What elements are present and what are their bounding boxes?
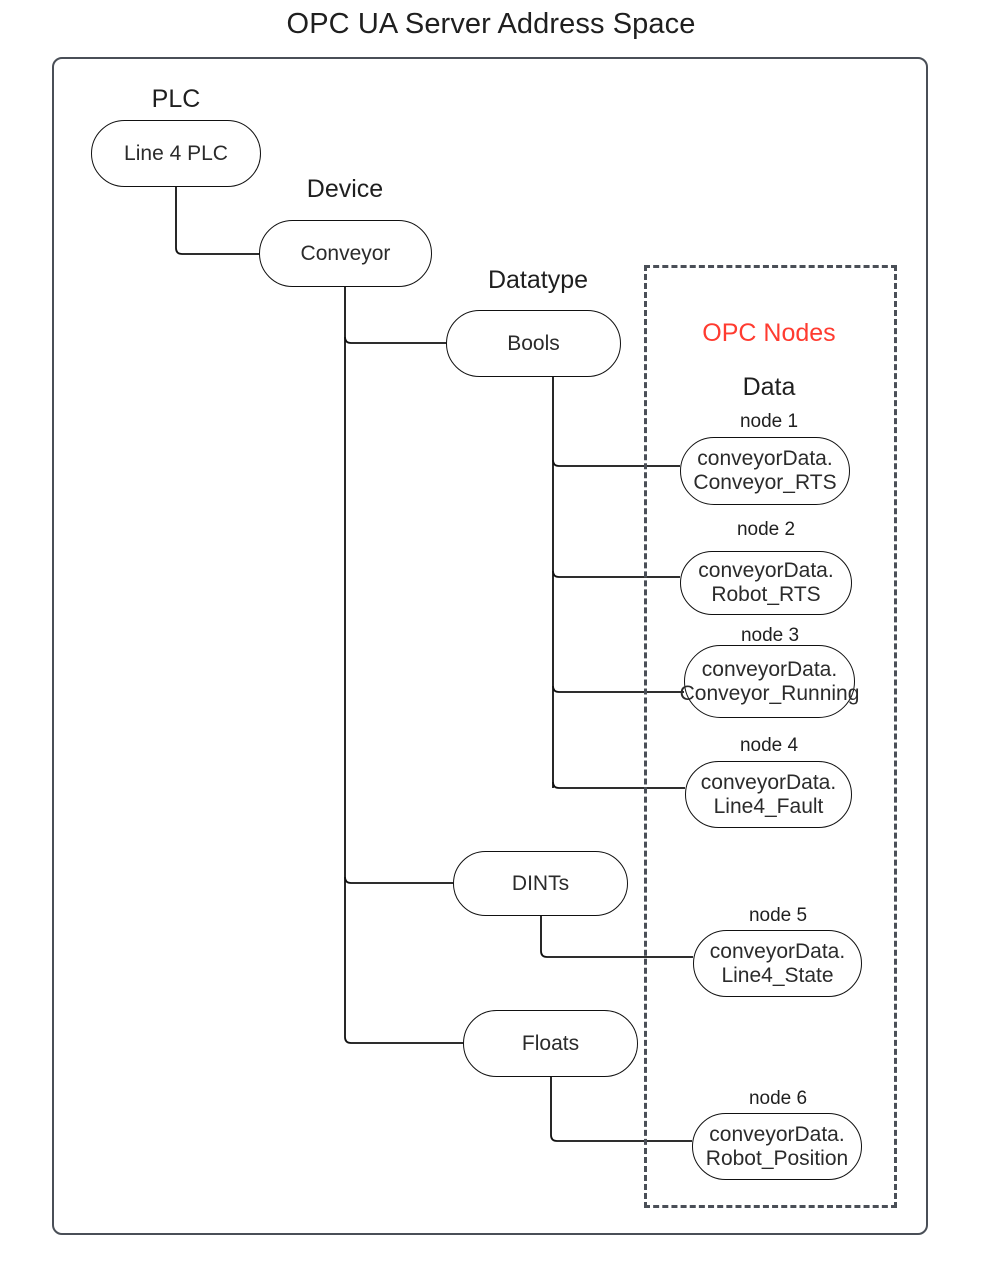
- opc-node-1[interactable]: conveyorData. Conveyor_RTS: [680, 437, 850, 505]
- node-caption-5: node 5: [748, 905, 808, 926]
- group-label-device: Device: [306, 175, 384, 203]
- group-label-data: Data: [742, 373, 796, 401]
- opc-node-3-label: conveyorData. Conveyor_Running: [679, 657, 860, 705]
- opc-node-1-label: conveyorData. Conveyor_RTS: [693, 447, 837, 494]
- opc-node-6[interactable]: conveyorData. Robot_Position: [692, 1113, 862, 1180]
- page-title: OPC UA Server Address Space: [286, 8, 696, 40]
- node-bools-label: Bools: [507, 331, 560, 355]
- node-dints-label: DINTs: [511, 871, 570, 895]
- node-conveyor[interactable]: Conveyor: [259, 220, 432, 287]
- group-label-plc: PLC: [151, 85, 201, 113]
- node-caption-3: node 3: [740, 625, 800, 646]
- group-label-datatype: Datatype: [487, 266, 589, 294]
- node-line4-plc-label: Line 4 PLC: [124, 141, 228, 165]
- node-bools[interactable]: Bools: [446, 310, 621, 377]
- opc-node-3[interactable]: conveyorData. Conveyor_Running: [680, 645, 859, 718]
- node-caption-2: node 2: [736, 519, 796, 540]
- opc-node-2[interactable]: conveyorData. Robot_RTS: [680, 551, 852, 615]
- node-line4-plc[interactable]: Line 4 PLC: [91, 120, 261, 187]
- node-conveyor-label: Conveyor: [300, 241, 391, 265]
- opc-node-5-label: conveyorData. Line4_State: [709, 939, 846, 987]
- opc-node-4[interactable]: conveyorData. Line4_Fault: [685, 761, 852, 828]
- node-floats-label: Floats: [521, 1031, 580, 1055]
- node-floats[interactable]: Floats: [463, 1010, 638, 1077]
- opc-node-6-label: conveyorData. Robot_Position: [705, 1122, 849, 1170]
- node-dints[interactable]: DINTs: [453, 851, 628, 916]
- opc-node-2-label: conveyorData. Robot_RTS: [698, 559, 834, 606]
- server-address-space-frame: [52, 57, 928, 1235]
- node-caption-4: node 4: [739, 735, 799, 756]
- opc-node-5[interactable]: conveyorData. Line4_State: [693, 930, 862, 997]
- node-caption-6: node 6: [748, 1088, 808, 1109]
- node-caption-1: node 1: [739, 411, 799, 432]
- group-label-opc-nodes: OPC Nodes: [702, 319, 836, 347]
- opc-nodes-region: [644, 265, 897, 1208]
- opc-node-4-label: conveyorData. Line4_Fault: [700, 770, 837, 818]
